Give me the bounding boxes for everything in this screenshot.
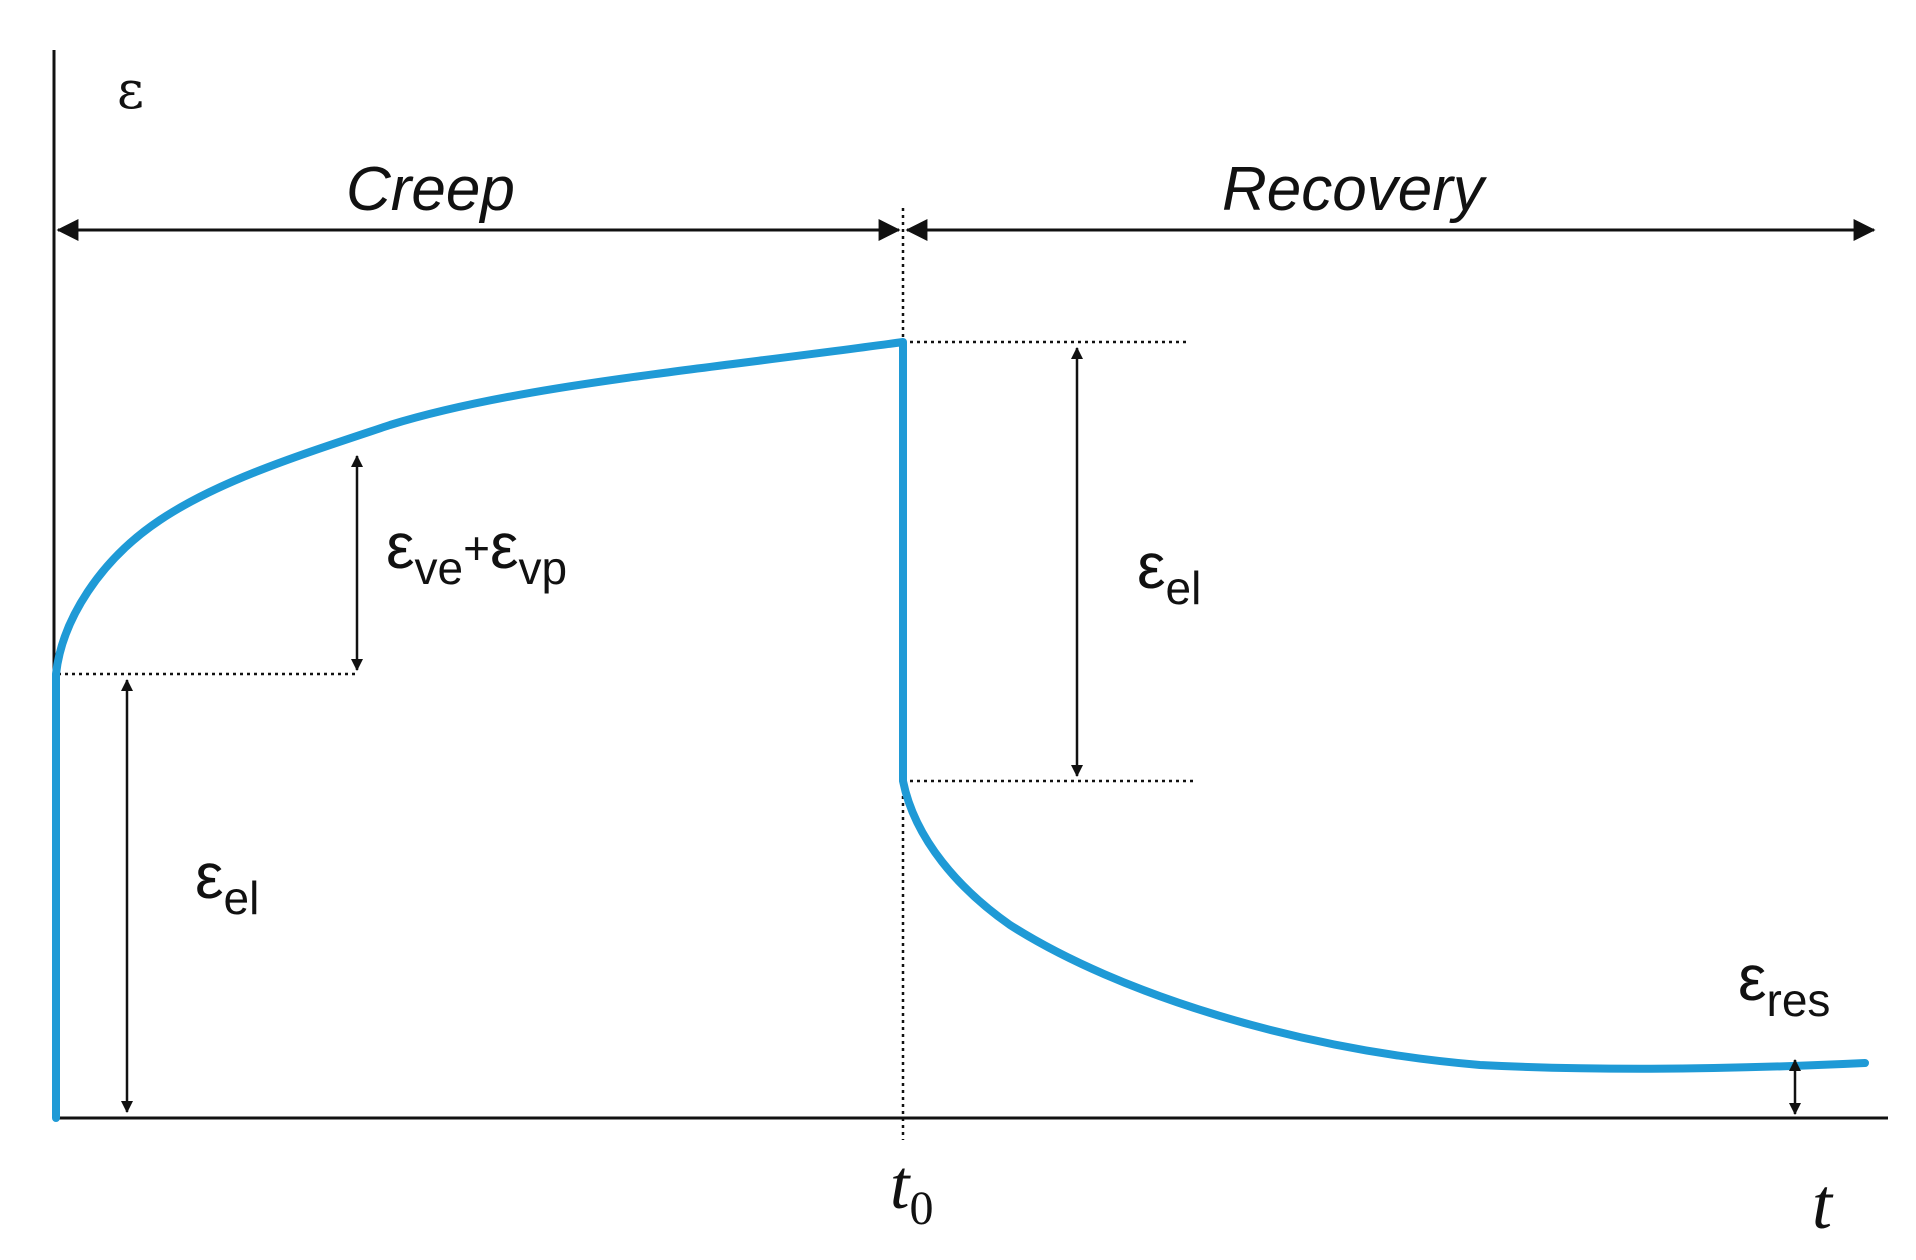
x-axis-label: t — [1812, 1164, 1834, 1244]
creep-label: Creep — [346, 155, 515, 224]
y-axis-label: ε — [117, 61, 144, 121]
t0-label: t0 — [890, 1147, 933, 1235]
strain-curve — [52, 338, 1869, 1122]
eps-ve-vp-label: εve+εvp — [386, 510, 567, 594]
eps-el-creep-label: εel — [195, 840, 259, 924]
recovery-label: Recovery — [1222, 155, 1488, 224]
eps-el-recovery-label: εel — [1137, 530, 1201, 614]
eps-res-label: εres — [1738, 942, 1830, 1026]
